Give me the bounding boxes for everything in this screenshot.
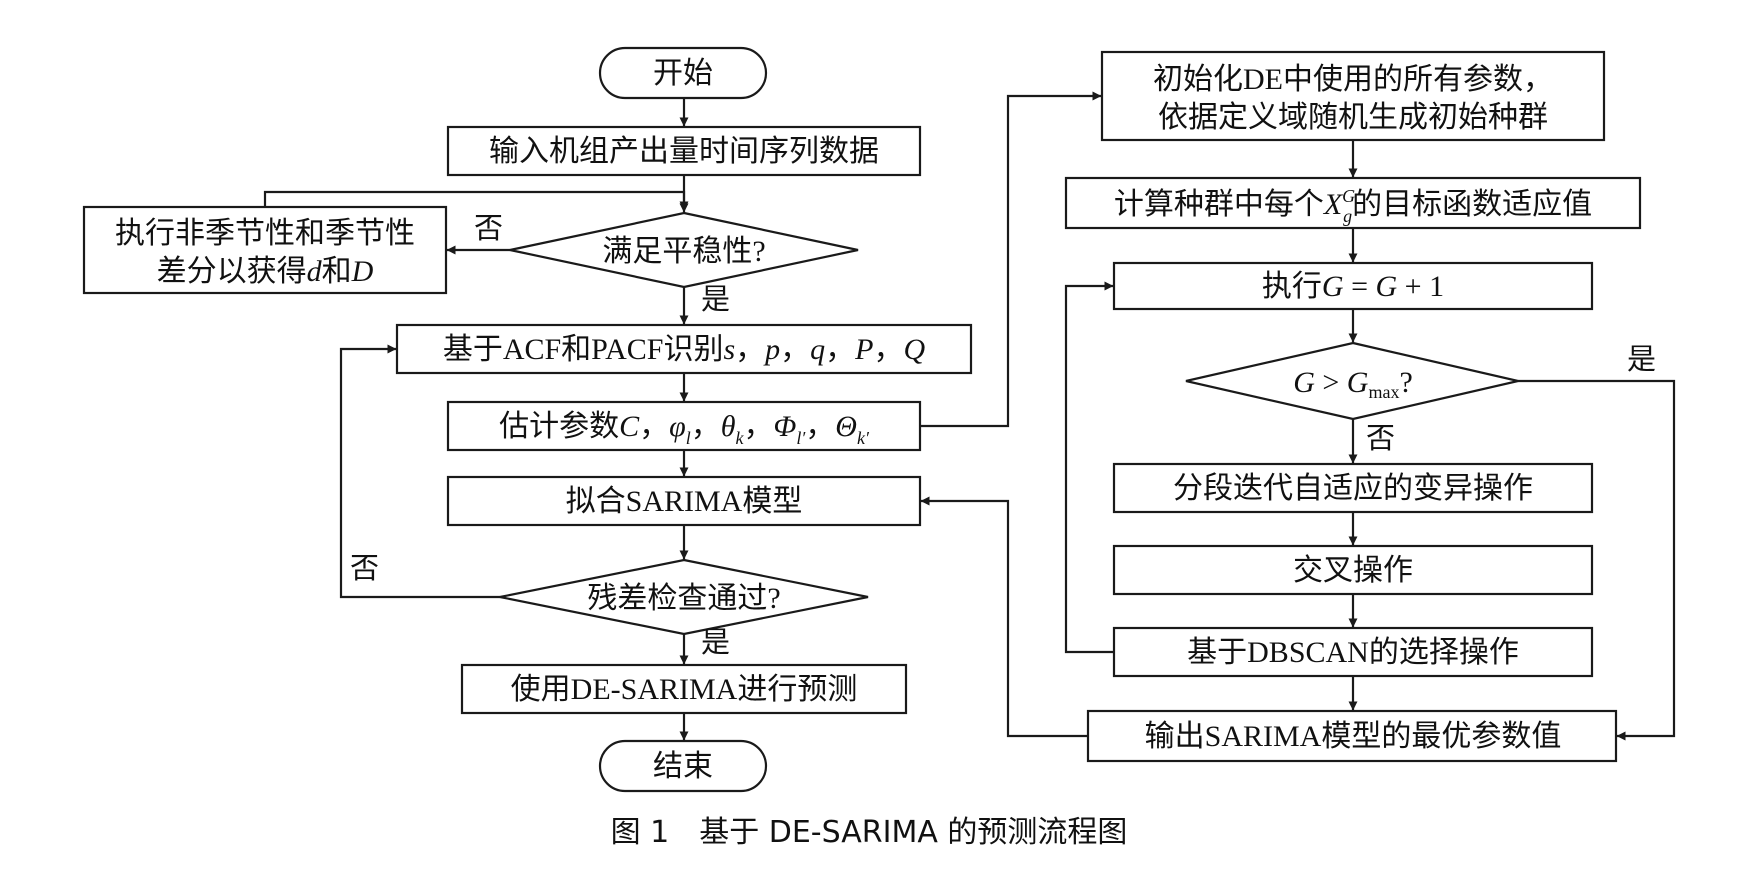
fit-box <box>446 475 922 527</box>
identify-s: s <box>723 333 735 366</box>
identify-q: q <box>810 333 825 366</box>
estimate-C: C <box>619 410 640 443</box>
arrow-selection-loop <box>1064 281 1114 654</box>
predict-box <box>460 663 908 715</box>
fitness-suffix: 的目标函数适应值 <box>1352 188 1592 221</box>
estimate-phi: φ <box>669 410 686 443</box>
diff-text-a: 差分以获得 <box>157 255 307 288</box>
iterate-eq: = <box>1344 270 1376 303</box>
differencing-line2: 差分以获得d和D <box>157 255 374 288</box>
iterate-plus: + 1 <box>1397 270 1444 303</box>
estimate-sep: ， <box>743 410 773 443</box>
arrow-output-to-fit <box>920 496 1088 738</box>
diff-he: 和 <box>322 255 352 288</box>
residual-label: 残差检查通过? <box>587 582 780 615</box>
end-label: 结束 <box>653 750 713 783</box>
input-label: 输入机组产出量时间序列数据 <box>489 135 879 168</box>
estimate-Phi: Φ <box>773 410 796 443</box>
fitness-sup: G <box>1342 186 1355 206</box>
de-init-line1: 初始化DE中使用的所有参数， <box>1153 63 1553 96</box>
gmax-q: ? <box>1399 366 1412 399</box>
left-flow: 开始 输入机组产出量时间序列数据 满足平稳性? 执行非季节性和季节性 差分以获得… <box>82 46 973 793</box>
estimate-label: 估计参数C，φl，θk，Φl′，Θk′ <box>499 410 870 448</box>
de-init-box <box>1100 50 1606 142</box>
arrow-residual-no <box>339 344 500 599</box>
diff-d: d <box>307 255 323 288</box>
fitness-X: X <box>1323 188 1344 221</box>
de-mutation-label: 分段迭代自适应的变异操作 <box>1173 472 1533 505</box>
identify-label: 基于ACF和PACF识别s，p，q，P，Q <box>443 333 926 366</box>
estimate-sep: ， <box>805 410 835 443</box>
estimate-Phi-sub: l′ <box>796 428 806 448</box>
de-fitness-box <box>1064 176 1642 230</box>
iterate-G: G <box>1322 270 1344 303</box>
identify-P: P <box>854 333 873 366</box>
de-init-line2: 依据定义域随机生成初始种群 <box>1158 101 1548 134</box>
de-selection-label: 基于DBSCAN的选择操作 <box>1187 636 1519 669</box>
stationarity-label: 满足平稳性? <box>602 235 765 268</box>
iterate-prefix: 执行 <box>1262 270 1322 303</box>
de-iterate-label: 执行G = G + 1 <box>1262 270 1444 303</box>
estimate-phi-sub: l <box>686 428 691 448</box>
figure-caption: 图 1 基于 DE-SARIMA 的预测流程图 <box>611 815 1128 850</box>
input-box <box>446 125 922 177</box>
arrow-diff-loop <box>263 190 689 211</box>
estimate-prefix: 估计参数 <box>499 410 619 443</box>
stationary-no-label: 否 <box>474 213 503 245</box>
differencing-line1: 执行非季节性和季节性 <box>115 217 415 250</box>
fitness-sub: g <box>1343 206 1352 226</box>
identify-sep: ， <box>780 333 810 366</box>
de-output-label: 输出SARIMA模型的最优参数值 <box>1145 720 1562 753</box>
arrow-estimate-to-de <box>920 91 1102 428</box>
identify-box <box>395 323 973 375</box>
diff-D: D <box>351 255 374 288</box>
start-label: 开始 <box>653 57 713 90</box>
gmax-G2: G <box>1347 366 1369 399</box>
fit-label: 拟合SARIMA模型 <box>566 485 803 518</box>
residual-yes-label: 是 <box>701 627 730 659</box>
identify-Q: Q <box>904 333 926 366</box>
arrow-gmax-yes <box>1518 379 1676 741</box>
residual-no-label: 否 <box>350 553 379 585</box>
estimate-sep: ， <box>639 410 669 443</box>
estimate-theta-sub: k <box>735 428 744 448</box>
gmax-no-label: 否 <box>1366 423 1395 455</box>
de-mutation-box <box>1112 462 1594 514</box>
de-crossover-label: 交叉操作 <box>1293 554 1413 587</box>
identify-sep: ， <box>825 333 855 366</box>
estimate-theta: θ <box>721 410 736 443</box>
estimate-sep: ， <box>691 410 721 443</box>
identify-sep: ， <box>874 333 904 366</box>
identify-sep: ， <box>735 333 765 366</box>
predict-label: 使用DE-SARIMA进行预测 <box>511 673 858 706</box>
gmax-yes-label: 是 <box>1627 344 1656 376</box>
fitness-prefix: 计算种群中每个 <box>1114 188 1324 221</box>
gmax-gt: > <box>1315 366 1347 399</box>
gmax-sub: max <box>1368 382 1399 402</box>
estimate-Theta: Θ <box>835 410 857 443</box>
de-gmax-label: G > Gmax? <box>1293 366 1413 402</box>
gmax-G: G <box>1293 366 1315 399</box>
estimate-Theta-sub: k′ <box>857 428 870 448</box>
identify-p: p <box>763 333 780 366</box>
de-iterate-box <box>1112 261 1594 311</box>
end-node <box>598 739 768 793</box>
identify-prefix: 基于ACF和PACF识别 <box>443 333 724 366</box>
iterate-G2: G <box>1376 270 1398 303</box>
stationary-yes-label: 是 <box>701 284 730 316</box>
